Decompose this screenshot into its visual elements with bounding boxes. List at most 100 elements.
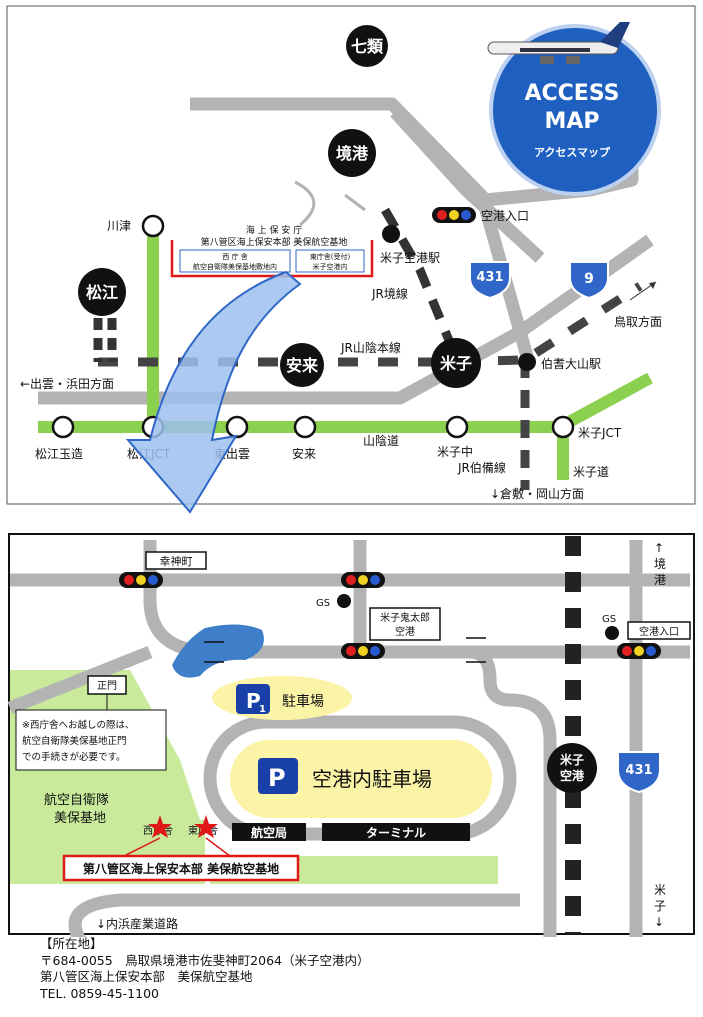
p1-icon: [236, 684, 270, 714]
road-minor-2: [344, 193, 366, 212]
p-icon: [258, 758, 298, 794]
badge-title-line2: MAP: [544, 109, 599, 134]
overview-rails: [93, 207, 643, 490]
west-building-star-icon: [148, 815, 172, 838]
city-sakaiminato-marker: [328, 129, 376, 177]
access-map-badge: ACCESS MAP アクセスマップ: [487, 22, 661, 196]
facility-callout: 海 上 保 安 庁 第八管区海上保安本部 美保航空基地 西 庁 舎 航空自衛隊美…: [170, 224, 374, 278]
gs-label-2: GS: [602, 614, 616, 625]
terminal-label: ターミナル: [366, 826, 426, 840]
yonago-airport-station-line2: 空港: [560, 768, 585, 783]
ic-label-yonago-jct: 米子JCT: [578, 426, 622, 440]
note-line-1: ※西庁舎へお越しの際は、: [22, 719, 134, 731]
zoom-arrow: [125, 270, 302, 514]
p-prefix: P: [268, 764, 286, 792]
ic-label-yasugi: 安来: [292, 446, 316, 461]
civil-aviation-label: 航空局: [251, 825, 287, 840]
city-shichirui: 七類: [351, 37, 384, 56]
station-airport: 米子空港駅: [380, 251, 440, 265]
facility-highlight-label: 第八管区海上保安本部 美保航空基地: [83, 861, 279, 876]
traffic-lights: [119, 572, 661, 659]
ic-yonago-naka: [445, 415, 469, 439]
traffic-light-center: [341, 572, 385, 588]
callout-right-sub: 米子空港内: [313, 262, 348, 271]
callout-left-sub: 航空自衛隊美保基地敷地内: [193, 262, 277, 271]
rail-sanin: [98, 282, 643, 367]
rail-label-hakubi: JR伯備線: [457, 460, 506, 475]
road-east-loop: [469, 645, 557, 937]
city-markers: 七類 境港 松江 安来 米子: [78, 25, 481, 388]
yonago-char-1: 米: [654, 883, 666, 897]
east-building-star-icon: [194, 815, 218, 838]
jasdf-label-2: 美保基地: [54, 811, 106, 826]
airport-entrance-label: 空港入口: [481, 209, 529, 223]
city-yonago-marker: [431, 338, 481, 388]
facility-highlight-box: [62, 854, 300, 882]
direction-tottori: 鳥取方面: [614, 314, 662, 329]
city-yasugi: 安来: [286, 356, 319, 375]
rail-label-sanin: JR山陰本線: [340, 340, 401, 355]
direction-west: ←出雲・浜田方面: [20, 376, 114, 391]
city-yonago: 米子: [440, 354, 472, 373]
expressway-label-sanin: 山陰道: [363, 434, 399, 448]
station-airport-marker: [382, 225, 400, 243]
kitarou-label-line2: 空港: [395, 625, 415, 638]
ic-kawatsu: [141, 214, 165, 238]
ic-higashi-izumo: [225, 415, 249, 439]
civil-aviation-building: [232, 823, 306, 841]
direction-south: ↓倉敷・岡山方面: [490, 486, 584, 501]
overview-minor-roads: [294, 180, 366, 227]
airport-entrance-detail: 空港入口: [639, 625, 679, 638]
city-sakaiminato: 境港: [336, 144, 369, 163]
note-line-2: 航空自衛隊美保基地正門: [22, 735, 127, 747]
road-access-sw: [7, 645, 153, 715]
sakaiminato-char-2: 港: [654, 573, 666, 587]
badge-subtitle: アクセスマップ: [534, 145, 611, 159]
traffic-light-kitarou: [341, 643, 385, 659]
detail-map: P 1 駐車場 P 空港内駐車場 幸神町 米子鬼太郎 空港 空港入口 GS GS: [7, 533, 695, 937]
lake: [172, 624, 264, 678]
station-hakidaisen: 伯耆大山駅: [541, 356, 601, 371]
gs-label-1: GS: [316, 598, 330, 609]
callout-right-title: 東庁舎(受付): [310, 252, 351, 261]
address-heading: 【所在地】: [40, 936, 103, 951]
address-block: 【所在地】 〒684-0055 鳥取県境港市佐斐神町2064（米子空港内） 第八…: [40, 936, 370, 1002]
address-line-organization: 第八管区海上保安本部 美保航空基地: [40, 969, 253, 984]
bridge-marks: [204, 637, 486, 663]
overview-map: 七類 境港 松江 安来 米子 米子空港駅 伯耆大山駅 JR境線 JR山陰本線 J…: [6, 5, 696, 514]
airplane-icon: [487, 22, 630, 64]
p1-label: 駐車場: [282, 693, 324, 710]
badge-title-line1: ACCESS: [524, 81, 619, 106]
rail-sakai: [381, 207, 460, 357]
station-hakidaisen-marker: [518, 353, 536, 371]
traffic-light-airport-entrance: [617, 643, 661, 659]
yonago-char-2: 子: [654, 899, 666, 913]
callout-agency: 海 上 保 安 庁: [246, 224, 302, 236]
address-line-phone: TEL. 0859-45-1100: [40, 985, 159, 1001]
callout-left-title: 西 庁 舎: [222, 252, 247, 261]
terminal-building: [322, 823, 470, 841]
star-icons: [148, 815, 218, 838]
ic-label-yonago-naka: 米子中: [437, 444, 473, 459]
ic-label-matsue-tamatsukuri: 松江玉造: [35, 447, 83, 461]
road-minor-1: [294, 180, 316, 227]
route-431-detail-sign: 431: [617, 751, 661, 794]
address-line-postal: 〒684-0055 鳥取県境港市佐斐神町2064（米子空港内）: [40, 952, 370, 968]
jasdf-label-1: 航空自衛隊: [44, 792, 109, 808]
note-line-3: での手続きが必要です。: [22, 751, 126, 763]
tottori-arrow-head: [649, 282, 656, 289]
uchihama-road-label: ↓内浜産業道路: [96, 916, 178, 931]
p1-sub: 1: [259, 704, 266, 715]
callout-units: 第八管区海上保安本部 美保航空基地: [201, 236, 348, 248]
sakaiminato-arrow: ↑: [654, 541, 664, 555]
p-label: 空港内駐車場: [312, 767, 432, 791]
yonago-airport-station-marker: [547, 743, 597, 793]
road-bottom-curve: [68, 893, 520, 937]
yonago-arrow: ↓: [654, 915, 664, 929]
kojinmachi-label: 幸神町: [160, 554, 193, 568]
svg-text:431: 431: [476, 270, 503, 285]
rail-matsue-stub: [93, 318, 117, 362]
ic-label-kawatsu: 川津: [107, 219, 131, 233]
road-west-branch: [390, 107, 545, 263]
ic-yonago-jct: [551, 415, 575, 439]
